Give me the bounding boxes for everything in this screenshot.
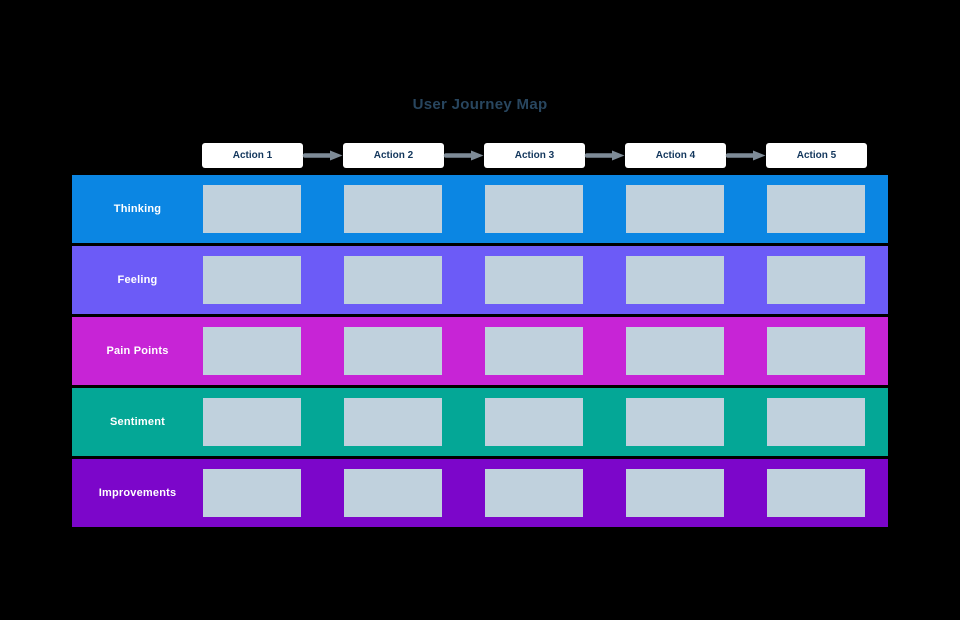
journey-cell[interactable] (344, 327, 442, 375)
journey-cell[interactable] (344, 398, 442, 446)
action-step-label: Action 3 (514, 150, 555, 161)
arrow-right-icon (725, 150, 766, 161)
journey-rows: Thinking Feeling Pain Points Sentiment (72, 175, 888, 530)
lane-label: Sentiment (110, 416, 165, 428)
journey-cell[interactable] (344, 469, 442, 517)
journey-cell[interactable] (485, 327, 583, 375)
action-step-label: Action 2 (373, 150, 414, 161)
action-step-1[interactable]: Action 1 (202, 143, 303, 168)
action-step-2[interactable]: Action 2 (343, 143, 444, 168)
lane-label: Feeling (117, 274, 158, 286)
page-title: User Journey Map (412, 96, 548, 113)
journey-cell[interactable] (203, 327, 301, 375)
journey-cell[interactable] (626, 256, 724, 304)
action-step-5[interactable]: Action 5 (766, 143, 867, 168)
journey-cell[interactable] (626, 327, 724, 375)
journey-cell[interactable] (344, 185, 442, 233)
lane-label: Pain Points (106, 345, 169, 357)
journey-cell[interactable] (767, 469, 865, 517)
journey-cell[interactable] (767, 256, 865, 304)
action-step-label: Action 5 (796, 150, 837, 161)
journey-cell[interactable] (203, 469, 301, 517)
journey-cell[interactable] (485, 398, 583, 446)
action-step-4[interactable]: Action 4 (625, 143, 726, 168)
journey-cell[interactable] (626, 398, 724, 446)
action-step-label: Action 1 (232, 150, 273, 161)
lane-feeling[interactable]: Feeling (72, 246, 888, 314)
journey-cell[interactable] (203, 398, 301, 446)
journey-cell[interactable] (626, 185, 724, 233)
lane-label: Improvements (98, 487, 177, 499)
lane-thinking[interactable]: Thinking (72, 175, 888, 243)
journey-cell[interactable] (767, 398, 865, 446)
journey-cell[interactable] (485, 256, 583, 304)
journey-cell[interactable] (767, 185, 865, 233)
action-step-label: Action 4 (655, 150, 696, 161)
action-step-3[interactable]: Action 3 (484, 143, 585, 168)
arrow-right-icon (443, 150, 484, 161)
journey-cell[interactable] (203, 185, 301, 233)
lane-improvements[interactable]: Improvements (72, 459, 888, 527)
journey-cell[interactable] (344, 256, 442, 304)
journey-cell[interactable] (203, 256, 301, 304)
lane-sentiment[interactable]: Sentiment (72, 388, 888, 456)
journey-cell[interactable] (485, 469, 583, 517)
lane-pain-points[interactable]: Pain Points (72, 317, 888, 385)
journey-cell[interactable] (767, 327, 865, 375)
lane-label: Thinking (113, 203, 162, 215)
journey-cell[interactable] (626, 469, 724, 517)
arrow-right-icon (302, 150, 343, 161)
arrow-right-icon (584, 150, 625, 161)
journey-cell[interactable] (485, 185, 583, 233)
